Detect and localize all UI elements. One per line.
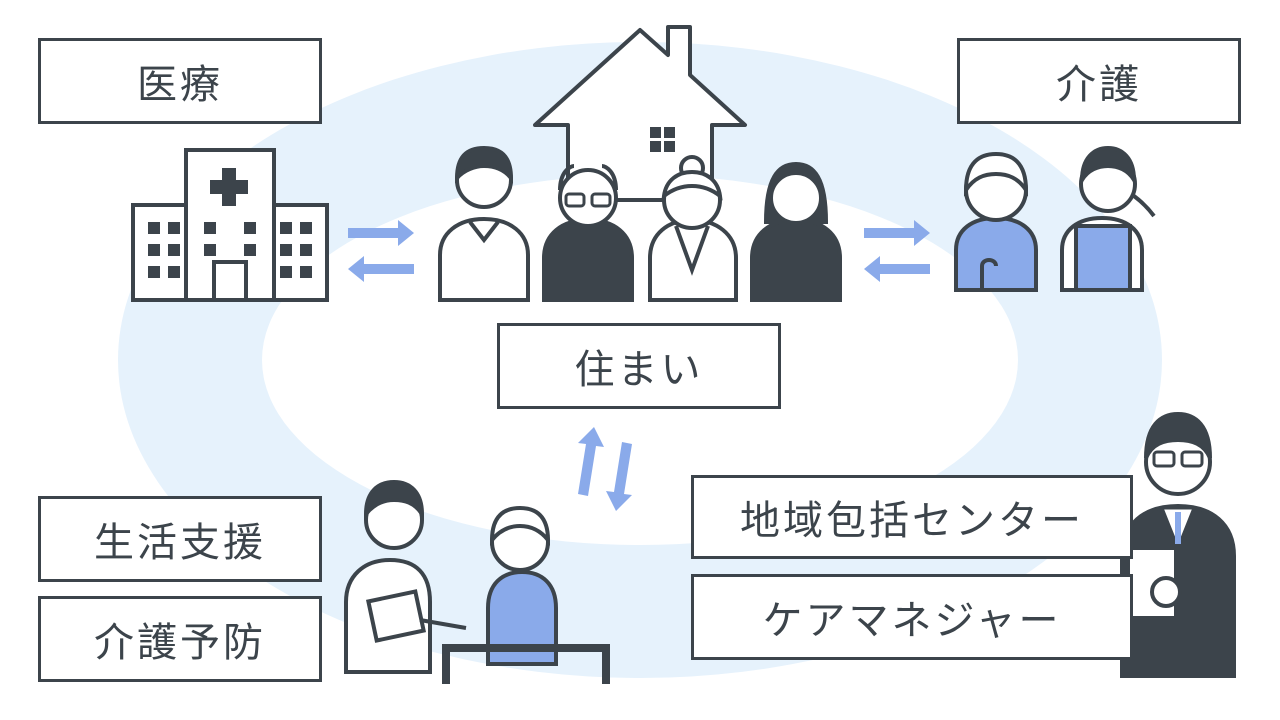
label-housing: 住まい	[497, 323, 781, 409]
elderly-with-cane-icon	[954, 151, 1038, 292]
family-man-icon	[438, 145, 530, 302]
caregiver-icon	[1060, 145, 1156, 292]
helper-with-clipboard-icon	[344, 479, 467, 674]
label-care-manager: ケアマネジャー	[691, 574, 1133, 660]
label-care: 介護	[957, 38, 1241, 124]
label-care-prevention: 介護予防	[38, 596, 322, 682]
label-medical: 医療	[38, 38, 322, 124]
elderly-seated-icon	[442, 505, 610, 684]
arrows-medical	[348, 220, 414, 282]
family-grandfather-icon	[542, 164, 634, 302]
family-woman-icon	[750, 161, 842, 302]
hospital-icon	[131, 148, 329, 302]
label-community-center: 地域包括センター	[691, 475, 1133, 559]
label-life-support: 生活支援	[38, 496, 322, 582]
care-manager-icon	[1120, 411, 1236, 678]
arrows-vertical	[578, 427, 632, 511]
arrows-care	[864, 220, 930, 282]
family-grandmother-icon	[648, 155, 738, 302]
